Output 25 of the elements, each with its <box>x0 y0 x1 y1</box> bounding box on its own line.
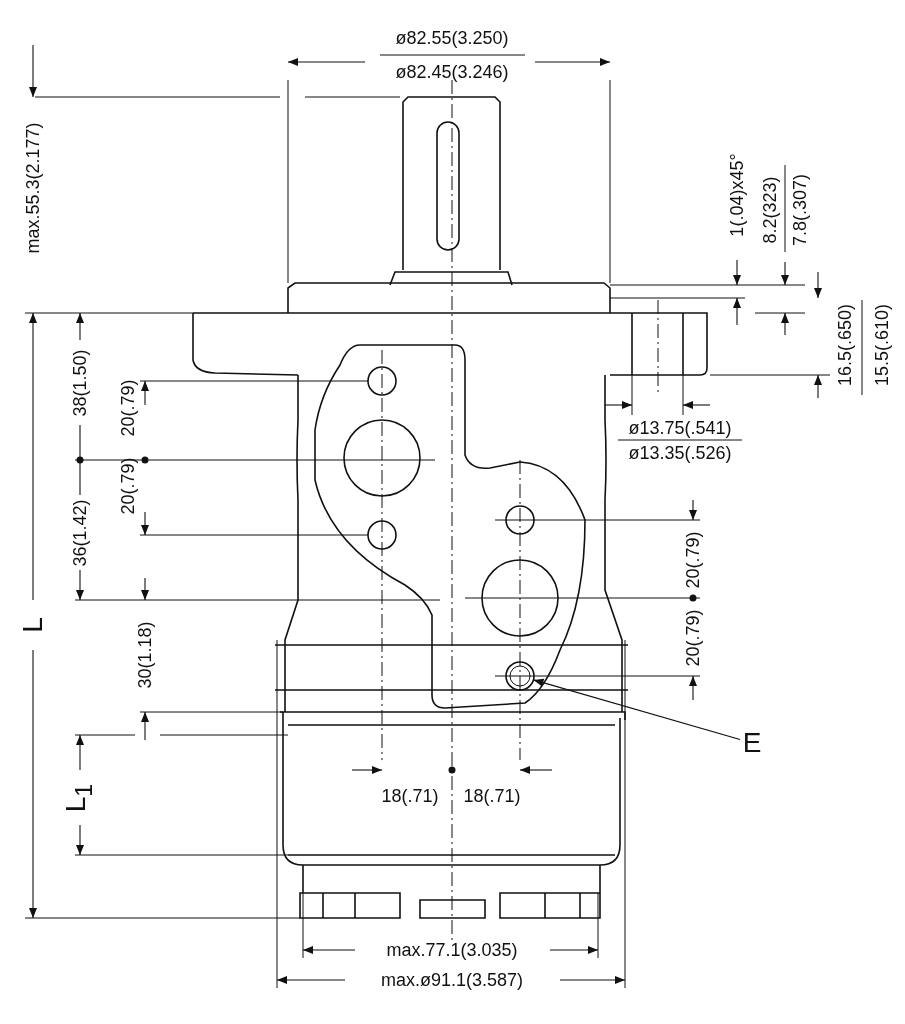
leader-line <box>532 678 741 741</box>
dimension-label: 1(.04)x45° <box>727 153 747 237</box>
dimension-label: ø82.45(3.246) <box>395 62 509 82</box>
dimension-label: ø13.35(.526) <box>628 443 732 463</box>
dimension-label: 30(1.18) <box>135 621 155 689</box>
dimension-label: max.55.3(2.177) <box>23 122 43 254</box>
dimension-label: 8.2(323) <box>760 176 780 244</box>
callout-letter: E <box>742 728 762 758</box>
dimension-label: 16.5(.650) <box>835 303 855 387</box>
dimension-label: 18(.71) <box>463 786 521 806</box>
dimension-label: ø82.55(3.250) <box>395 28 509 48</box>
dimension-symbol: L <box>18 617 48 633</box>
port-hole <box>505 661 535 691</box>
dimension-label: 20(.79) <box>683 531 703 589</box>
dimension-label: 20(.79) <box>118 457 138 515</box>
dimension-label: max.77.1(3.035) <box>386 940 518 960</box>
dimension-label: 15.5(.610) <box>872 303 892 387</box>
dimension-label: 38(1.50) <box>70 349 90 417</box>
dimension-label: 20(.79) <box>118 379 138 437</box>
dimension-label: max.ø91.1(3.587) <box>380 970 524 990</box>
dimension-label: ø13.75(.541) <box>628 418 732 438</box>
dimension-label: 18(.71) <box>381 786 439 806</box>
dimension-label: 36(1.42) <box>70 499 90 567</box>
dimension-label: 7.8(.307) <box>790 174 810 246</box>
dimension-label: 20(.79) <box>683 609 703 667</box>
